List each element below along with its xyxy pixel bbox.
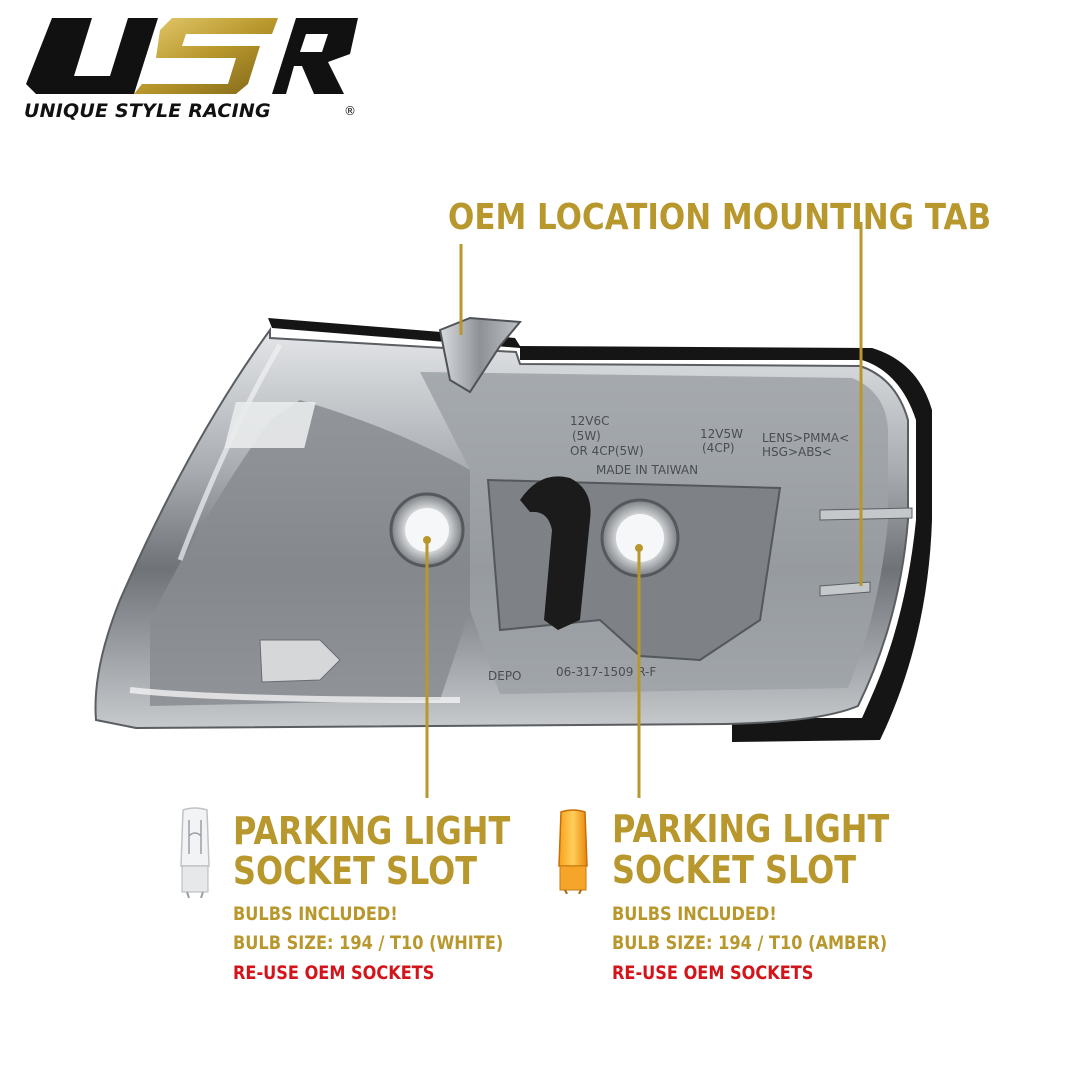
- left-bulb-size: BULB SIZE: 194 / T10 (WHITE): [233, 932, 504, 954]
- mounting-tab-title: OEM LOCATION MOUNTING TAB: [448, 197, 992, 238]
- molded-markings: 12V6C (5W) OR 4CP(5W) 12V5W (4CP) LENS>P…: [488, 414, 849, 683]
- left-socket-title-line2: SOCKET SLOT: [233, 849, 478, 893]
- marking-brand: DEPO: [488, 669, 522, 683]
- marking-line1: 12V6C: [570, 414, 610, 428]
- left-reuse-note: RE-USE OEM SOCKETS: [233, 962, 435, 984]
- right-socket-title-line2: SOCKET SLOT: [612, 848, 857, 892]
- left-bulbs-included: BULBS INCLUDED!: [233, 903, 398, 925]
- registered-mark: ®: [344, 104, 356, 118]
- usr-logo-wordmark: [26, 18, 358, 94]
- brand-logo: UNIQUE STYLE RACING ®: [22, 14, 362, 124]
- left-socket-title-line1: PARKING LIGHT: [233, 809, 511, 853]
- marking-line5: (4CP): [702, 441, 735, 455]
- marking-part-number: 06-317-1509 R-F: [556, 665, 656, 679]
- marking-line7: HSG>ABS<: [762, 445, 832, 459]
- brand-name: UNIQUE STYLE RACING: [24, 100, 271, 122]
- marking-line4: 12V5W: [700, 427, 743, 441]
- right-bulbs-included: BULBS INCLUDED!: [612, 903, 777, 925]
- marking-line3: OR 4CP(5W): [570, 444, 644, 458]
- marking-line2: (5W): [572, 429, 601, 443]
- marking-line6: LENS>PMMA<: [762, 431, 849, 445]
- right-reuse-note: RE-USE OEM SOCKETS: [612, 962, 814, 984]
- white-t10-bulb-icon: [180, 807, 210, 898]
- right-socket-title-line1: PARKING LIGHT: [612, 807, 890, 851]
- marking-line8: MADE IN TAIWAN: [596, 463, 698, 477]
- right-bulb-size: BULB SIZE: 194 / T10 (AMBER): [612, 932, 888, 954]
- amber-t10-bulb-icon: [558, 809, 588, 894]
